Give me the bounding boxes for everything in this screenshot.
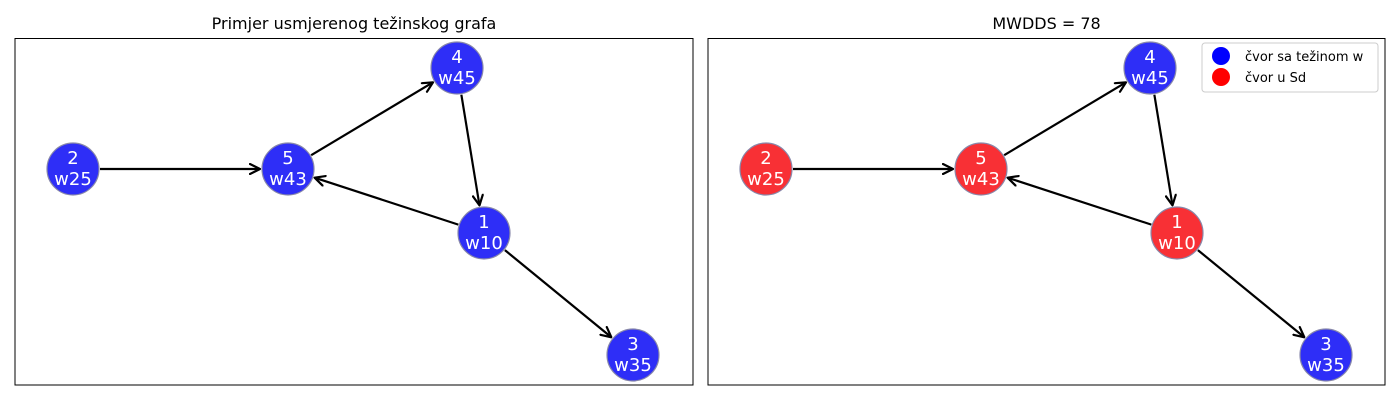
- legend-label-weight: čvor sa težinom w: [1245, 50, 1364, 65]
- node-weight-label: w25: [54, 169, 92, 190]
- edge-4-to-1: [1153, 94, 1172, 206]
- node-circle: [606, 328, 660, 382]
- node-id-label: 4: [1144, 47, 1155, 68]
- node-id-label: 1: [1171, 212, 1182, 233]
- node-circle: [1299, 328, 1353, 382]
- node-circle: [1150, 206, 1204, 260]
- node-id-label: 5: [975, 148, 986, 169]
- node-id-label: 3: [1320, 334, 1331, 355]
- legend-label-sd: čvor u Sd: [1245, 71, 1306, 86]
- edge-1-to-5: [315, 178, 459, 226]
- legend-marker-sd: [1212, 68, 1230, 86]
- node-weight-label: w43: [269, 169, 307, 190]
- node-weight-label: w43: [962, 169, 1000, 190]
- legend-marker-weight: [1212, 47, 1230, 65]
- node-id-label: 2: [67, 148, 78, 169]
- node-weight-label: w10: [1158, 233, 1196, 254]
- node-weight-label: w10: [465, 233, 503, 254]
- node-id-label: 2: [760, 148, 771, 169]
- node-circle: [46, 142, 100, 196]
- edge-1-to-3: [504, 249, 611, 337]
- node-circle: [261, 142, 315, 196]
- edge-1-to-5: [1008, 178, 1152, 226]
- edge-5-to-4: [310, 82, 433, 157]
- panel-title-right: MWDDS = 78: [992, 14, 1101, 33]
- node-id-label: 3: [627, 334, 638, 355]
- node-circle: [457, 206, 511, 260]
- node-weight-label: w35: [1307, 355, 1345, 376]
- edge-5-to-4: [1003, 82, 1126, 157]
- node-id-label: 5: [282, 148, 293, 169]
- node-weight-label: w25: [747, 169, 785, 190]
- edge-1-to-3: [1197, 249, 1304, 337]
- node-circle: [954, 142, 1008, 196]
- panel-frame-right: [707, 38, 1386, 386]
- legend: čvor sa težinom w čvor u Sd: [1201, 42, 1379, 93]
- node-id-label: 4: [451, 47, 462, 68]
- legend-box: [1201, 42, 1379, 93]
- panel-title-left: Primjer usmjerenog težinskog grafa: [211, 14, 497, 33]
- node-weight-label: w45: [438, 68, 476, 89]
- node-circle: [1123, 41, 1177, 95]
- edge-4-to-1: [460, 94, 479, 206]
- node-circle: [739, 142, 793, 196]
- node-circle: [430, 41, 484, 95]
- node-id-label: 1: [478, 212, 489, 233]
- node-weight-label: w45: [1131, 68, 1169, 89]
- node-weight-label: w35: [614, 355, 652, 376]
- panel-frame-left: [14, 38, 694, 386]
